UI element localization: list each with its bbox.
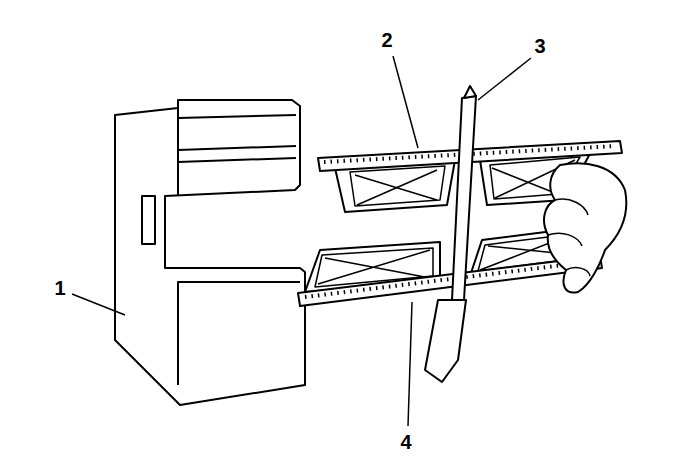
callout-number: 4 xyxy=(398,431,413,453)
lower-rack xyxy=(298,256,602,306)
panel-channel xyxy=(178,282,300,385)
panel-channel xyxy=(178,115,296,118)
e-panel xyxy=(115,100,305,405)
hand xyxy=(544,163,626,292)
callout-number: 3 xyxy=(532,35,547,57)
tool-tip xyxy=(464,86,476,98)
leader-line xyxy=(393,56,418,148)
callout-number: 2 xyxy=(379,29,394,51)
tool-blade xyxy=(425,300,466,382)
panel-channel xyxy=(178,158,296,162)
callout-number: 1 xyxy=(52,277,67,299)
panel-slot xyxy=(142,196,155,244)
leader-line xyxy=(408,302,412,426)
leader-line xyxy=(478,58,531,100)
rack-teeth xyxy=(305,261,596,297)
frame-cross xyxy=(350,166,445,206)
panel-channel xyxy=(177,108,179,195)
leader-line xyxy=(72,294,125,315)
tool-rod xyxy=(452,96,476,300)
hand-finger xyxy=(548,199,590,276)
panel-channel xyxy=(178,146,296,150)
